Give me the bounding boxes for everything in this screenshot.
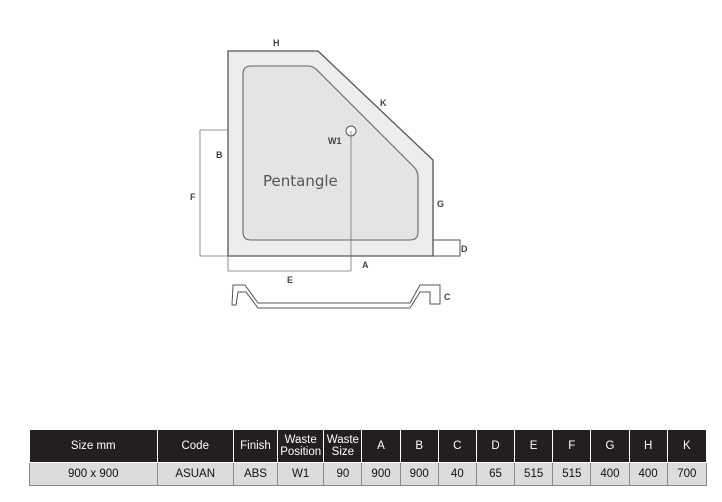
waste-label-w1: W1 xyxy=(328,136,342,146)
header-b: B xyxy=(399,429,439,463)
cell-c: 40 xyxy=(437,462,477,486)
table-row: 900 x 900 ASUAN ABS W1 90 900 900 40 65 … xyxy=(29,462,708,486)
dimension-label-e: E xyxy=(287,275,293,285)
header-code: Code xyxy=(156,429,234,463)
header-waste-position: Waste Position xyxy=(277,429,325,463)
specification-table: Size mm Code Finish Waste Position Waste… xyxy=(29,429,708,486)
tray-side-profile xyxy=(231,284,441,309)
header-c: C xyxy=(437,429,477,463)
dimension-d-box xyxy=(432,239,461,257)
cell-b: 900 xyxy=(399,462,439,486)
cell-waste-size: 90 xyxy=(323,462,363,486)
dimension-label-c: C xyxy=(444,292,451,302)
header-finish: Finish xyxy=(232,429,279,463)
product-name-label: Pentangle xyxy=(263,172,338,190)
header-k: K xyxy=(666,429,708,463)
dimension-label-a: A xyxy=(362,260,369,270)
cell-finish: ABS xyxy=(232,462,279,486)
dimension-e-bracket xyxy=(227,256,351,272)
cell-a: 900 xyxy=(361,462,401,486)
dimension-label-g: G xyxy=(437,199,444,209)
dimension-label-f: F xyxy=(190,192,196,202)
dimension-label-b: B xyxy=(216,150,223,160)
header-f: F xyxy=(552,429,592,463)
header-waste-size: Waste Size xyxy=(323,429,363,463)
header-d: D xyxy=(475,429,516,463)
table-header-row: Size mm Code Finish Waste Position Waste… xyxy=(29,429,708,463)
tray-basin xyxy=(242,65,419,241)
dimension-label-k: K xyxy=(380,98,387,108)
dimension-label-h: H xyxy=(273,38,280,48)
cell-d: 65 xyxy=(475,462,516,486)
cell-g: 400 xyxy=(590,462,630,486)
header-g: G xyxy=(590,429,630,463)
header-size: Size mm xyxy=(29,429,158,463)
header-a: A xyxy=(361,429,401,463)
header-h: H xyxy=(628,429,668,463)
dimension-f-bracket xyxy=(199,129,228,257)
cell-size: 900 x 900 xyxy=(29,462,158,486)
cell-code: ASUAN xyxy=(156,462,234,486)
dimension-label-d: D xyxy=(461,244,468,254)
cell-waste-position: W1 xyxy=(277,462,325,486)
cell-f: 515 xyxy=(552,462,592,486)
header-e: E xyxy=(514,429,554,463)
cell-h: 400 xyxy=(628,462,668,486)
tray-diagram: H K W1 B Pentangle F G D A E C xyxy=(190,38,468,309)
cell-k: 700 xyxy=(666,462,708,486)
cell-e: 515 xyxy=(514,462,554,486)
